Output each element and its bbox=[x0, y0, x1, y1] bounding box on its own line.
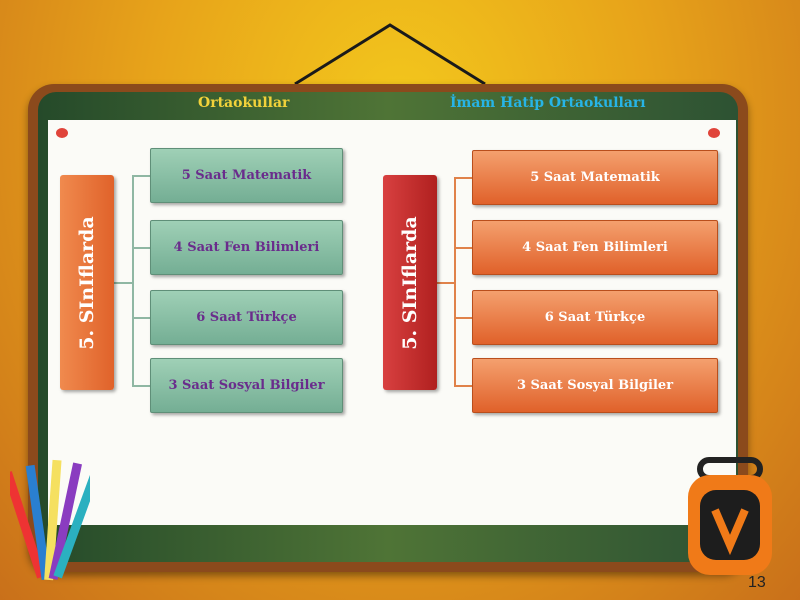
hanger-string bbox=[294, 23, 486, 86]
connector bbox=[132, 385, 150, 387]
subject-box: 3 Saat Sosyal Bilgiler bbox=[150, 358, 343, 413]
connector bbox=[132, 247, 150, 249]
header-right: İmam Hatip Ortaokulları bbox=[450, 95, 646, 111]
connector bbox=[454, 247, 472, 249]
subject-box: 4 Saat Fen Bilimleri bbox=[150, 220, 343, 275]
connector bbox=[454, 177, 472, 179]
grade-label: 5. SInIflarda bbox=[76, 215, 98, 350]
grade-label: 5. SInIflarda bbox=[399, 215, 421, 350]
grade-box-right: 5. SInIflarda bbox=[383, 175, 437, 390]
connector bbox=[454, 317, 472, 319]
subject-box: 5 Saat Matematik bbox=[150, 148, 343, 203]
connector bbox=[132, 175, 150, 177]
subject-box: 3 Saat Sosyal Bilgiler bbox=[472, 358, 718, 413]
connector bbox=[132, 175, 134, 386]
connector bbox=[132, 317, 150, 319]
connector bbox=[437, 282, 455, 284]
backpack-icon bbox=[688, 457, 772, 575]
pin-icon bbox=[56, 128, 68, 138]
connector bbox=[454, 385, 472, 387]
subject-box: 4 Saat Fen Bilimleri bbox=[472, 220, 718, 275]
subject-box: 6 Saat Türkçe bbox=[472, 290, 718, 345]
pin-icon bbox=[708, 128, 720, 138]
connector bbox=[113, 282, 133, 284]
subject-box: 5 Saat Matematik bbox=[472, 150, 718, 205]
pencils-icon bbox=[10, 459, 90, 581]
grade-box-left: 5. SInIflarda bbox=[60, 175, 114, 390]
connector bbox=[454, 177, 456, 386]
page-number: 13 bbox=[748, 574, 766, 591]
subject-box: 6 Saat Türkçe bbox=[150, 290, 343, 345]
header-left: Ortaokullar bbox=[198, 95, 290, 111]
